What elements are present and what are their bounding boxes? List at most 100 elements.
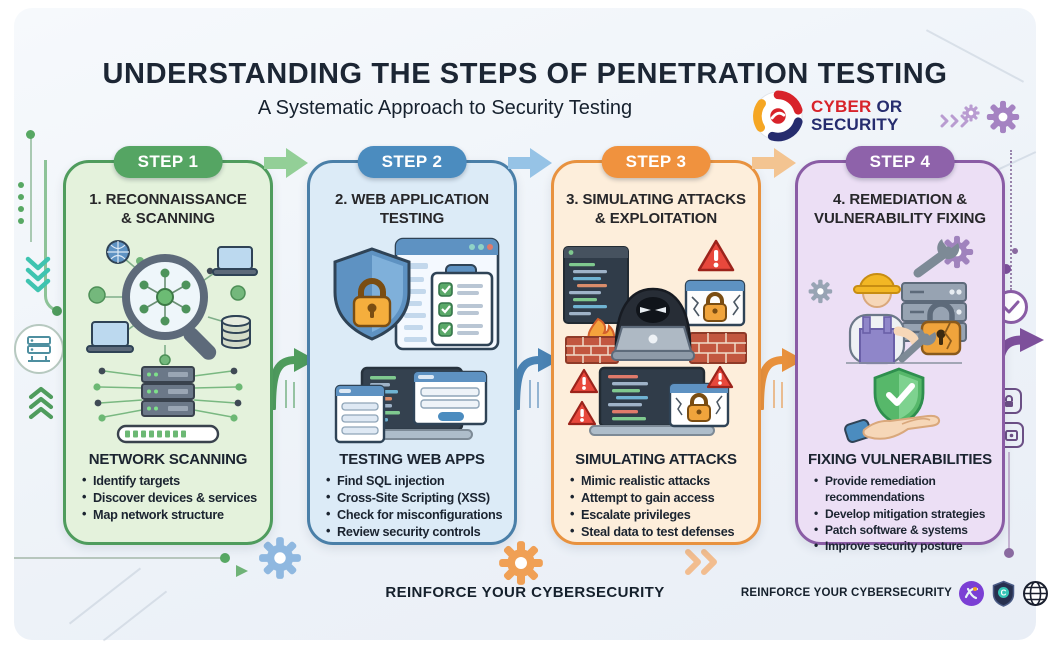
step-1-badge: STEP 1	[113, 146, 223, 178]
warning-icon	[706, 366, 734, 389]
breached-window-icon	[668, 383, 730, 428]
step-4-title: 4. REMEDIATION & VULNERABILITY FIXING	[814, 191, 986, 228]
form-window-icon	[412, 371, 488, 426]
step-4-badge: STEP 4	[845, 146, 955, 178]
step-2-title: 2. WEB APPLICATION TESTING	[334, 191, 490, 228]
bullet: Escalate privileges	[570, 506, 754, 524]
step-2-section-heading: TESTING WEB APPS	[339, 451, 485, 469]
bullet: Identify targets	[82, 472, 266, 490]
check-icon	[1002, 300, 1020, 314]
step-4-bullets: Provide remediation recommendations Deve…	[798, 472, 1002, 554]
wrench-icon	[913, 239, 960, 278]
bullet: Steal data to test defenses	[570, 523, 754, 541]
step-3-bullets: Mimic realistic attacks Attempt to gain …	[554, 472, 758, 541]
server-badge	[14, 324, 64, 374]
bullet: Provide remediation recommendations	[814, 472, 998, 505]
footer-tagline-center: REINFORCE YOUR CYBERSECURITY	[385, 584, 665, 601]
brand-logo: CYBER OR SECURITY	[752, 88, 942, 144]
step-1-card: STEP 1 1. RECONNAISSANCE & SCANNING	[63, 146, 273, 545]
server-scan-illustration	[93, 366, 243, 444]
gear-icon	[962, 104, 980, 122]
folder-icon	[1004, 429, 1018, 441]
bullet: Find SQL injection	[326, 472, 510, 490]
chevron-right-icon	[685, 549, 717, 575]
network-recon-illustration	[86, 240, 258, 366]
database-icon	[221, 315, 251, 350]
step-4-card: STEP 4 4. REMEDIATION & VULNERABILITY FI…	[795, 146, 1005, 553]
decor-line	[14, 557, 222, 559]
page-title: UNDERSTANDING THE STEPS OF PENETRATION T…	[102, 58, 948, 90]
bullet: Map network structure	[82, 506, 266, 524]
chevron-right-icon	[940, 114, 969, 128]
attack-sim-illustration	[567, 366, 734, 437]
ribbon-badge-icon	[959, 581, 984, 606]
brand-word-security: SECURITY	[811, 115, 899, 134]
hacker-illustration	[563, 240, 747, 365]
step-3-badge: STEP 3	[601, 146, 711, 178]
bullet: Attempt to gain access	[570, 489, 754, 507]
globe-icon	[1023, 581, 1048, 606]
decor-dot	[1012, 248, 1018, 254]
step-3-card: STEP 3 3. SIMULATING ATTACKS & EXPLOITAT…	[551, 146, 761, 545]
brand-word-cyber: CYBER	[811, 97, 872, 117]
decor-dot	[1004, 548, 1014, 558]
decor-dot	[26, 130, 35, 139]
step-1-bullets: Identify targets Discover devices & serv…	[66, 472, 270, 524]
decor-line	[30, 138, 32, 242]
chevron-up-icon	[28, 386, 54, 420]
page-subtitle: A Systematic Approach to Security Testin…	[257, 97, 633, 119]
gear-icon	[808, 279, 833, 304]
bullet: Cross-Site Scripting (XSS)	[326, 489, 510, 507]
hacker-icon	[611, 288, 695, 362]
server-icon	[27, 336, 51, 362]
bullet: Check for misconfigurations	[326, 506, 510, 524]
gear-icon	[499, 541, 543, 585]
laptop-icon	[212, 246, 258, 277]
gear-icon	[986, 100, 1020, 134]
bullet: Patch software & systems	[814, 521, 998, 538]
arrow-step1-to-step2	[264, 148, 308, 178]
secure-hand-illustration	[844, 367, 941, 444]
bullet: Improve security posture	[814, 537, 998, 554]
shield-c-icon: C	[992, 580, 1015, 607]
warning-icon	[569, 369, 599, 394]
step-1-section-heading: NETWORK SCANNING	[88, 451, 248, 469]
laptop-icon	[86, 321, 134, 354]
decor-dotted-line	[1010, 150, 1012, 290]
arrow-step2-to-step3	[508, 148, 552, 178]
remediation-illustration	[808, 236, 974, 365]
decor-dots	[18, 182, 24, 224]
decor-line	[1008, 452, 1010, 552]
footer-tagline-right: REINFORCE YOUR CYBERSECURITY	[740, 587, 952, 599]
magnifier-icon	[122, 254, 217, 361]
shield-check-icon	[873, 367, 925, 427]
step-2-bullets: Find SQL injection Cross-Site Scripting …	[310, 472, 514, 541]
bullet: Review security controls	[326, 523, 510, 541]
step-3-section-heading: SIMULATING ATTACKS	[575, 451, 737, 469]
breached-window-icon	[684, 280, 746, 327]
chevron-down-icon	[25, 256, 51, 293]
lock-icon	[1005, 394, 1013, 407]
arrow-step3-to-step4	[752, 148, 796, 178]
gear-icon	[259, 537, 301, 579]
form-window-icon	[334, 385, 386, 444]
warning-icon	[567, 401, 597, 426]
step-2-badge: STEP 2	[357, 146, 467, 178]
step-4-section-heading: FIXING VULNERABILITIES	[808, 451, 992, 469]
code-window-icon	[563, 246, 629, 325]
shield-lock-icon	[333, 247, 411, 342]
brand-logo-text: CYBER OR SECURITY	[811, 98, 902, 134]
bullet: Develop mitigation strategies	[814, 505, 998, 522]
footer-social-icons: C	[958, 580, 1049, 607]
svg-text:C: C	[1001, 589, 1007, 598]
step-3-title: 3. SIMULATING ATTACKS & EXPLOITATION	[566, 191, 746, 228]
brand-word-or: OR	[876, 97, 903, 117]
hand-icon	[844, 415, 941, 444]
shield-checklist-illustration	[333, 238, 500, 351]
firewall-icon	[565, 332, 747, 365]
warning-icon	[697, 240, 735, 272]
checklist-icon	[430, 264, 494, 347]
decor-dot	[52, 306, 62, 316]
engineer-icon	[848, 273, 937, 365]
